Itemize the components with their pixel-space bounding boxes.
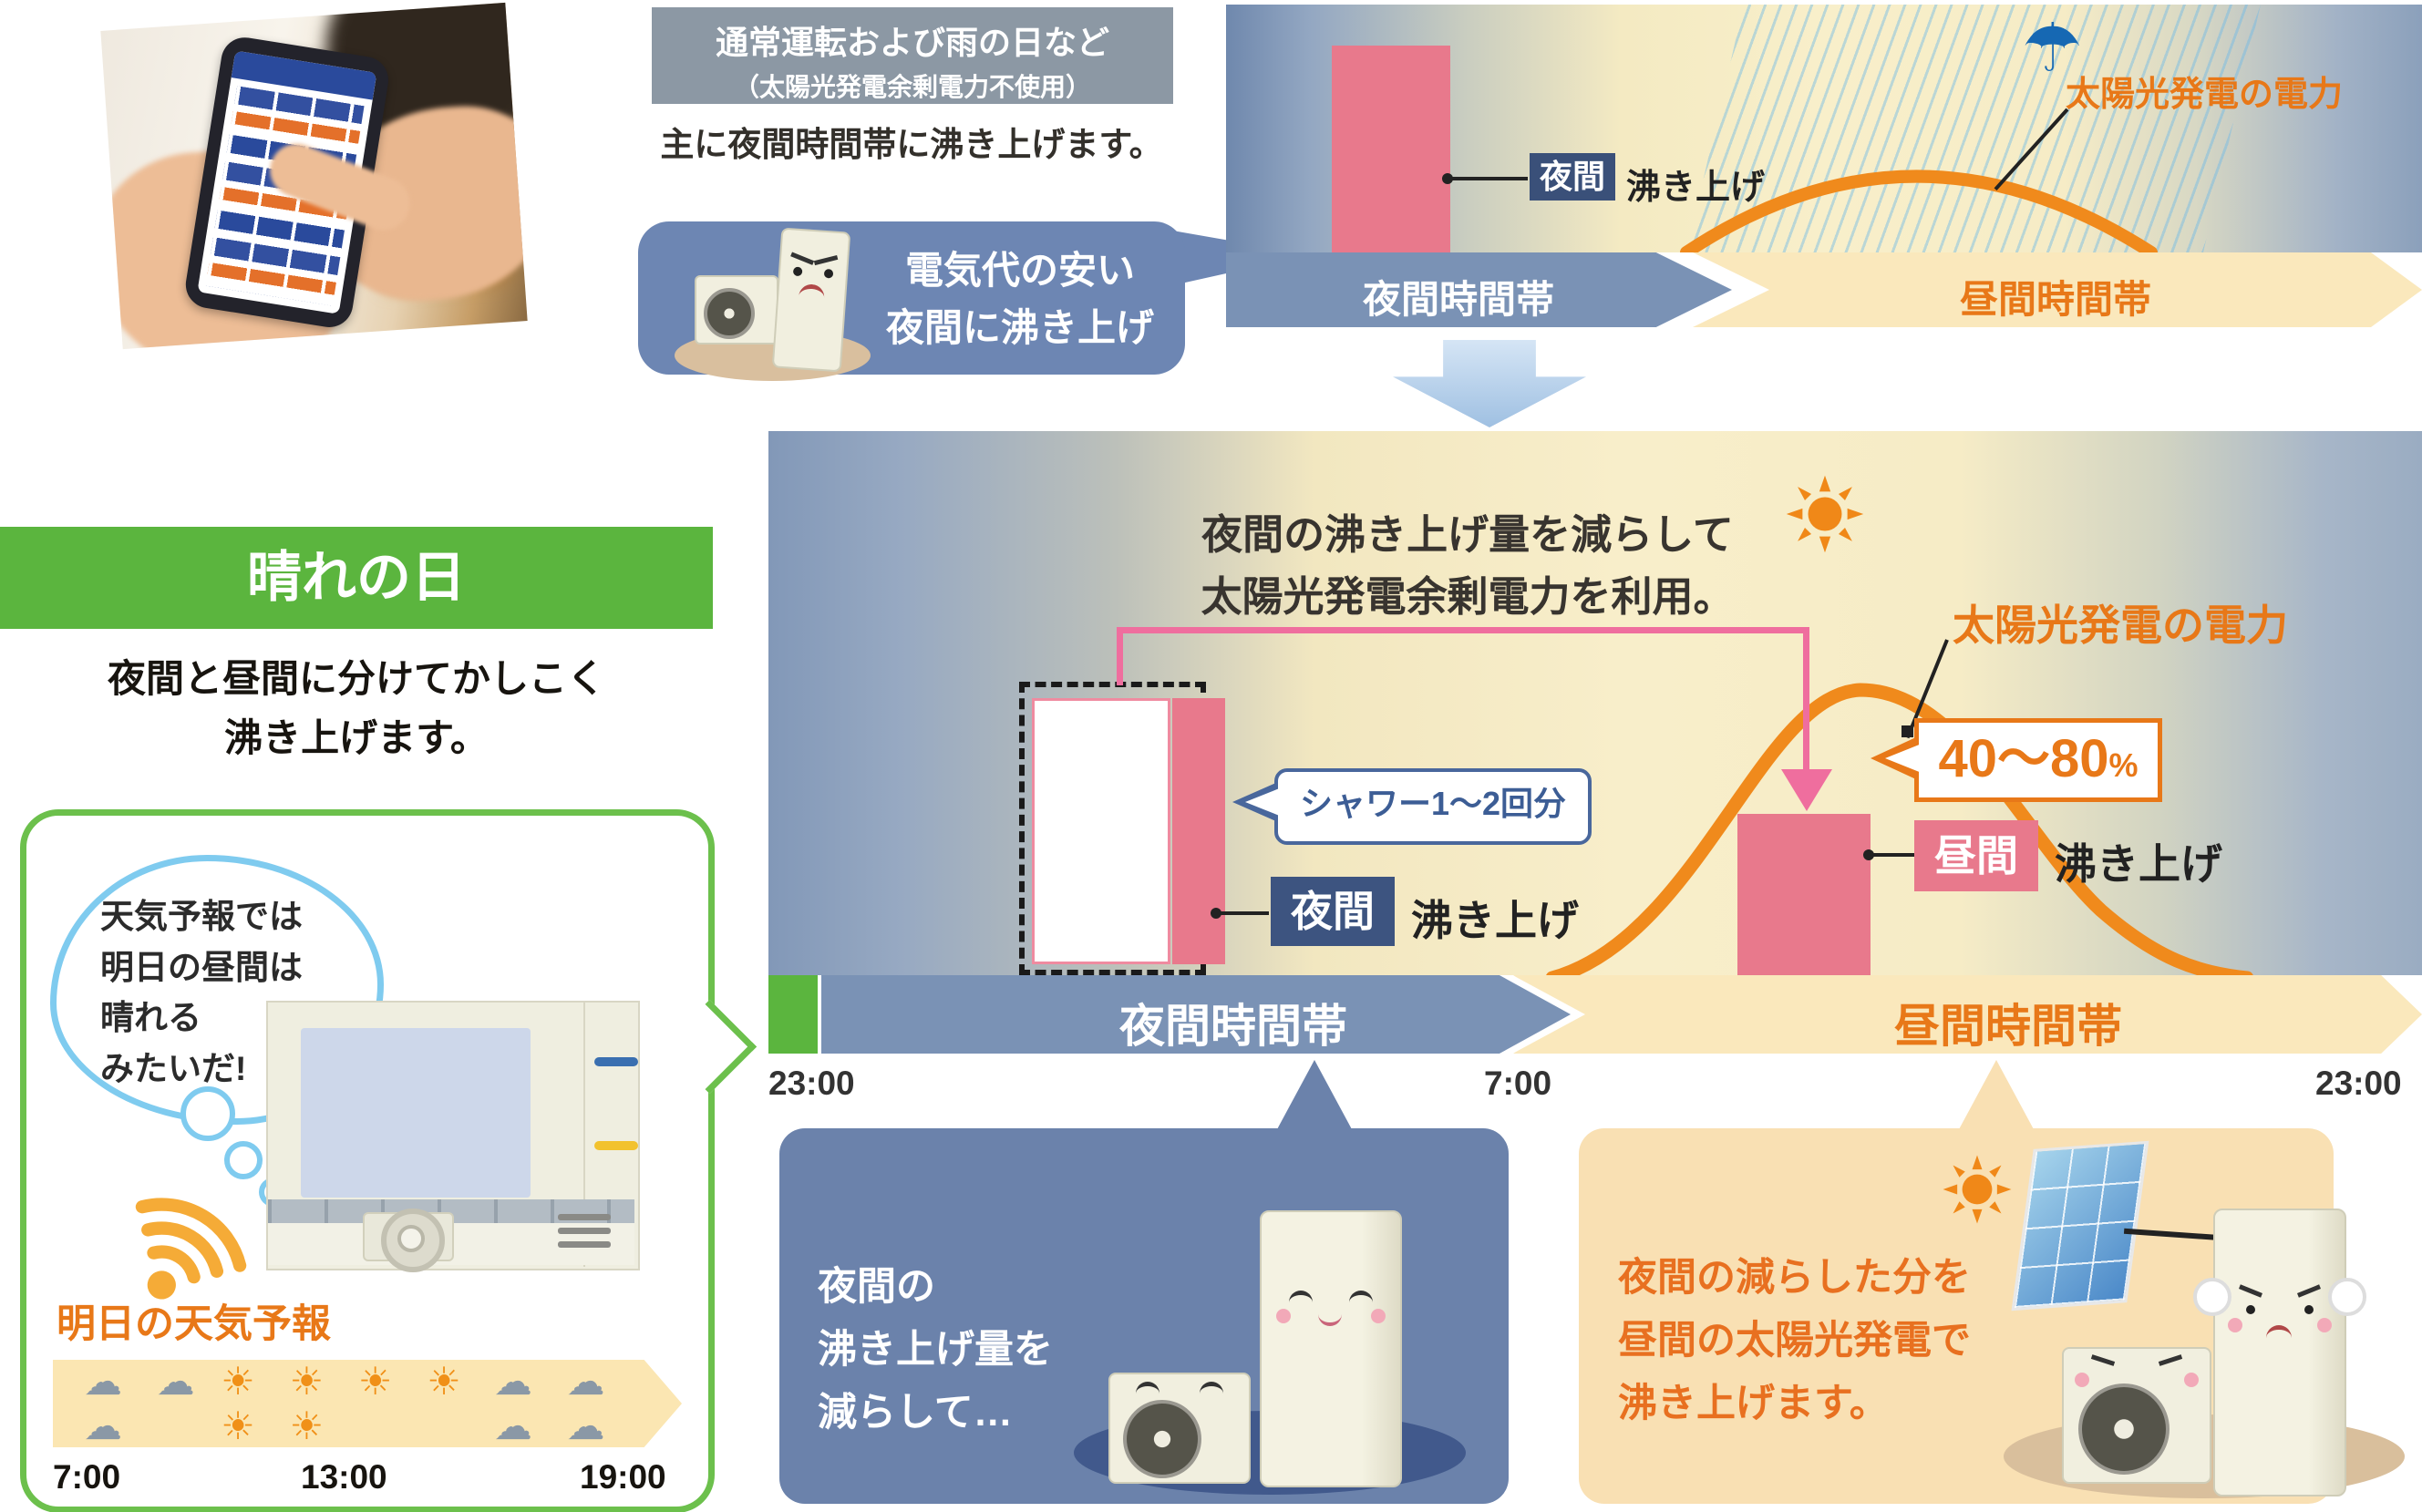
timeline-green-block	[768, 975, 818, 1054]
sun-icons: ☀ ☀ ☀ ☀ ☀ ☀	[221, 1360, 473, 1447]
boil-label-rainy: 沸き上げ	[1626, 169, 1766, 207]
solar-power-label: 太陽光発電の電力	[1953, 602, 2288, 649]
sun-icon	[1785, 474, 1865, 554]
solar-panel	[2011, 1140, 2149, 1311]
night-callout-text: 夜間の 沸き上げ量を 減らして…	[818, 1265, 1053, 1435]
forecast-title: 明日の天気予報	[57, 1302, 331, 1346]
note-title: 通常運転および雨の日など	[715, 24, 1109, 61]
wireless-signal-icon	[117, 1165, 261, 1309]
heatpump-character	[695, 275, 778, 345]
forecast-time-start: 7:00	[53, 1458, 121, 1496]
night-band-rainy	[1226, 252, 1732, 327]
solar-power-curve	[1546, 683, 2253, 975]
pink-arrowhead	[1781, 769, 1832, 811]
day-callout-text: 夜間の減らした分を 昼間の太陽光発電で 沸き上げます。	[1618, 1256, 1971, 1425]
forecast-band: ☁ ☁ ☁ ☀ ☀ ☀ ☀ ☀ ☀ ☁ ☁ ☁ ☁	[53, 1360, 682, 1447]
thought-trail-dot	[180, 1086, 235, 1141]
night-band-label: 夜間時間帯	[1119, 1001, 1347, 1052]
rainy-timeline: 夜間時間帯 昼間時間帯	[1226, 252, 2422, 327]
heatpump-fan	[704, 288, 755, 339]
heatpump-fan	[1123, 1400, 1201, 1478]
solar-power-curve-small	[1680, 170, 2158, 252]
rain-pattern	[1686, 5, 2261, 252]
solar-power-label-rainy: 太陽光発電の電力	[2066, 76, 2344, 114]
panel-blue-button	[594, 1057, 638, 1066]
note-caption: 主に夜間時間帯に沸き上げます。	[660, 126, 1163, 163]
remote-screen	[301, 1028, 531, 1198]
panel-dial-center	[397, 1225, 425, 1252]
time-2300-left: 23:00	[768, 1065, 855, 1102]
sunny-timeline: 夜間時間帯 昼間時間帯	[768, 975, 2422, 1054]
normal-operation-note: 通常運転および雨の日など （太陽光発電余剰電力不使用）	[652, 7, 1173, 104]
umbrella-icon: ☂	[2022, 10, 2083, 86]
connector-dot	[1863, 849, 1874, 860]
moon-icon	[1114, 1161, 1172, 1219]
sunny-day-header: 晴れの日	[0, 527, 713, 629]
night-tag: 夜間	[1271, 877, 1395, 946]
day-band-label: 昼間時間帯	[1959, 278, 2151, 321]
down-arrow	[1393, 340, 1586, 427]
connector-dot	[1442, 173, 1453, 184]
day-callout-pointer	[1958, 1060, 2035, 1131]
reduced-amount-area	[1032, 698, 1170, 964]
forecast-time-end: 19:00	[580, 1458, 666, 1496]
panel-yellow-button	[594, 1141, 638, 1150]
boil-label-day: 沸き上げ	[2055, 840, 2222, 888]
smartphone-photo	[100, 2, 528, 350]
day-band	[1513, 975, 2422, 1054]
pink-connector-right	[1803, 627, 1809, 771]
night-boil-bar	[1172, 698, 1225, 964]
time-2300-right: 23:00	[2315, 1065, 2402, 1102]
connector-dot	[1211, 908, 1221, 919]
night-band	[821, 975, 1571, 1054]
boil-label-night: 沸き上げ	[1411, 897, 1579, 944]
thought-trail-dot	[224, 1141, 263, 1179]
thought-bubble-text: 天気予報では 明日の昼間は 晴れる みたいだ!	[100, 898, 303, 1087]
time-700: 7:00	[1484, 1065, 1552, 1102]
shower-note: シャワー1～2回分	[1274, 768, 1592, 845]
note-subtitle: （太陽光発電余剰電力不使用）	[733, 73, 1091, 101]
day-band-rainy	[1693, 252, 2422, 327]
day-boil-bar	[1737, 814, 1871, 975]
curve-marker	[1902, 725, 1913, 737]
cloud-icons: ☁ ☁ ☁	[84, 1360, 207, 1447]
panel-menu-lines	[558, 1228, 611, 1234]
panel-divider	[583, 1001, 585, 1267]
connector-line	[1449, 177, 1528, 180]
cloud-icons: ☁ ☁ ☁ ☁	[493, 1360, 617, 1447]
connector-line	[1872, 853, 1914, 857]
shower-note-tail-inner	[1245, 787, 1282, 817]
day-tag: 昼間	[1914, 820, 2038, 891]
sun-icon	[1942, 1154, 2013, 1225]
night-callout-pointer	[1276, 1060, 1353, 1131]
night-tag-rainy: 夜間	[1530, 153, 1615, 201]
panel-menu-lines	[558, 1241, 611, 1248]
pink-connector-left	[1117, 627, 1123, 685]
panel-menu-lines	[558, 1214, 611, 1220]
heatpump-fan	[2078, 1383, 2169, 1475]
heatpump-character-night	[1108, 1373, 1251, 1484]
speech-bubble-text: 電気代の安い 夜間に沸き上げ	[885, 249, 1154, 349]
percent-box-tail-inner	[1885, 744, 1922, 773]
day-band-label: 昼間時間帯	[1894, 1001, 2122, 1052]
tank-character-night	[1260, 1210, 1402, 1487]
forecast-time-mid: 13:00	[301, 1458, 387, 1496]
sunny-headline: 夜間の沸き上げ量を減らして 太陽光発電余剰電力を利用。	[1201, 511, 1735, 620]
night-band-label: 夜間時間帯	[1362, 278, 1554, 321]
percent-box: 40～80%	[1914, 718, 2162, 802]
pink-connector-horizontal	[1117, 627, 1809, 633]
connector-line	[1220, 911, 1269, 915]
heatpump-character-day	[2062, 1347, 2211, 1484]
tank-character-day	[2193, 1209, 2366, 1497]
sunny-day-description: 夜間と昼間に分けてかしこく 沸き上げます。	[107, 657, 605, 760]
tank-character	[771, 227, 851, 373]
night-boil-bar-rainy	[1332, 46, 1450, 252]
